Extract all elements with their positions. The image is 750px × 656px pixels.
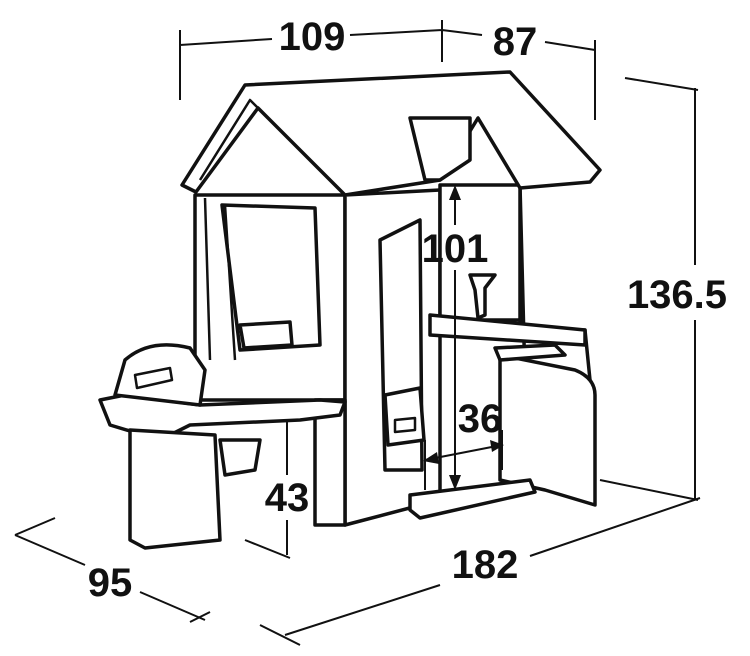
arrow-down-icon: [449, 475, 461, 490]
dimension-top-width: 109: [279, 15, 346, 59]
arrow-left-icon: [423, 452, 439, 464]
arrow-up-icon: [449, 185, 461, 200]
dimension-lines: [14, 20, 701, 646]
dimension-total-height: 136.5: [627, 273, 727, 317]
dimension-base-depth: 95: [88, 561, 133, 605]
playhouse-illustration: [98, 70, 602, 550]
dimension-door-width: 36: [458, 397, 503, 441]
dimension-base-width: 182: [452, 543, 519, 587]
dimension-door-height: 101: [422, 227, 489, 271]
dimension-counter-height: 43: [265, 476, 310, 520]
dimension-top-depth: 87: [493, 20, 538, 64]
arrow-right-icon: [490, 440, 504, 452]
